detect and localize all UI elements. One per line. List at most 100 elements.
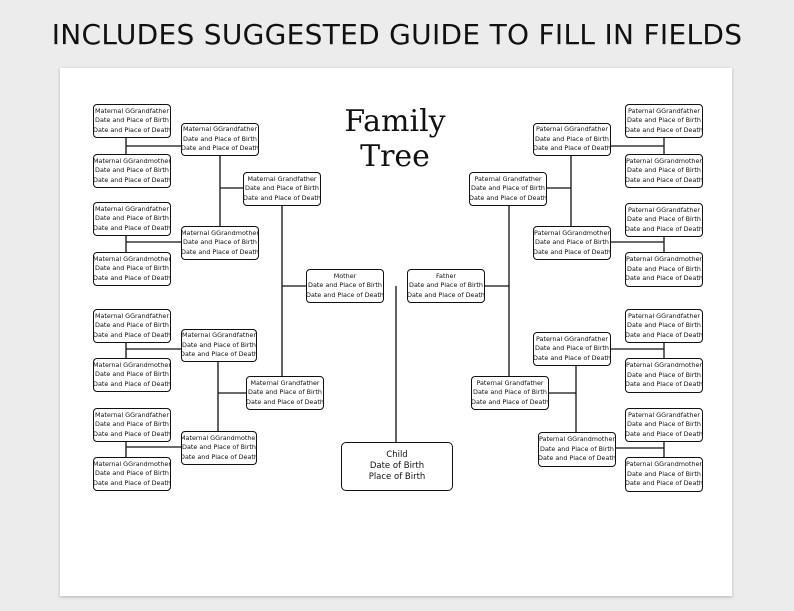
death-line: Date and Place of Death: [93, 223, 171, 232]
death-line: Date and Place of Death: [469, 193, 547, 202]
death-line: Date and Place of Death: [181, 350, 257, 359]
birth-line: Date and Place of Birth: [95, 116, 169, 125]
birth-line: Date and Place of Birth: [471, 184, 545, 193]
box-name: Maternal GGrandmother: [93, 360, 171, 369]
box-name: Paternal GGrandmother: [626, 361, 703, 370]
birth-line: Date and Place of Birth: [248, 388, 322, 397]
birth-line: Date and Place of Birth: [627, 469, 701, 478]
birth-line: Date and Place of Birth: [95, 166, 169, 175]
birth-line: Date and Place of Birth: [95, 370, 169, 379]
box-name: Maternal GGrandfather: [183, 125, 257, 134]
death-line: Date and Place of Death: [538, 454, 616, 463]
death-line: Date and Place of Death: [93, 478, 171, 487]
death-line: Date and Place of Death: [533, 144, 611, 153]
birth-line: Date and Place of Birth: [182, 340, 256, 349]
box-name: Paternal GGrandfather: [627, 205, 701, 214]
birth-line: Date and Place of Birth: [95, 321, 169, 330]
death-line: Date and Place of Death: [181, 452, 257, 461]
death-line: Date and Place of Death: [93, 330, 171, 339]
death-line: Date and Place of Death: [625, 175, 703, 184]
birth-line: Date and Place of Birth: [627, 116, 701, 125]
box-name: Paternal Grandfather: [474, 174, 542, 183]
box-name: Maternal GGrandfather: [95, 311, 169, 320]
birth-line: Date and Place of Birth: [627, 166, 701, 175]
box-name: Paternal GGrandmother: [626, 460, 703, 469]
box-name: Paternal GGrandfather: [535, 334, 609, 343]
birth-line: Date and Place of Birth: [627, 370, 701, 379]
child-name: Child: [386, 450, 408, 460]
box-name: Mother: [333, 271, 357, 280]
death-line: Date and Place of Death: [625, 429, 703, 438]
box-name: Maternal GGrandfather: [95, 204, 169, 213]
box-name: Maternal GGrandfather: [95, 410, 169, 419]
death-line: Date and Place of Death: [625, 380, 703, 389]
death-line: Date and Place of Death: [533, 247, 611, 256]
birth-line: Date and Place of Birth: [95, 214, 169, 223]
child-birth-date: Date of Birth: [369, 461, 425, 471]
box-name: Paternal GGrandmother: [534, 228, 611, 237]
birth-line: Date and Place of Birth: [627, 264, 701, 273]
birth-line: Date and Place of Birth: [627, 420, 701, 429]
death-line: Date and Place of Death: [625, 125, 703, 134]
box-name: Maternal GGrandmother: [181, 228, 259, 237]
connector-lines: [125, 138, 665, 457]
birth-line: Date and Place of Birth: [627, 215, 701, 224]
death-line: Date and Place of Death: [93, 125, 171, 134]
headline: INCLUDES SUGGESTED GUIDE TO FILL IN FIEL…: [51, 18, 743, 51]
death-line: Date and Place of Death: [471, 397, 549, 406]
birth-line: Date and Place of Birth: [473, 388, 547, 397]
box-name: Father: [435, 271, 457, 280]
death-line: Date and Place of Death: [407, 290, 485, 299]
death-line: Date and Place of Death: [93, 379, 171, 388]
birth-line: Date and Place of Birth: [183, 238, 257, 247]
box-name: Paternal GGrandfather: [627, 410, 701, 419]
birth-line: Date and Place of Birth: [535, 238, 609, 247]
box-name: Maternal GGrandfather: [182, 331, 256, 340]
death-line: Date and Place of Death: [181, 144, 259, 153]
birth-line: Date and Place of Birth: [95, 469, 169, 478]
birth-line: Date and Place of Birth: [95, 420, 169, 429]
birth-line: Date and Place of Birth: [183, 134, 257, 143]
box-name: Maternal GGrandmother: [93, 156, 171, 165]
death-line: Date and Place of Death: [243, 193, 321, 202]
birth-line: Date and Place of Birth: [95, 264, 169, 273]
birth-line: Date and Place of Birth: [535, 344, 609, 353]
birth-line: Date and Place of Birth: [409, 281, 483, 290]
birth-line: Date and Place of Birth: [540, 444, 614, 453]
death-line: Date and Place of Death: [181, 247, 259, 256]
box-name: Maternal GGrandmother: [181, 433, 257, 442]
box-name: Paternal Grandfather: [476, 378, 544, 387]
child-birth-place: Place of Birth: [368, 472, 426, 482]
